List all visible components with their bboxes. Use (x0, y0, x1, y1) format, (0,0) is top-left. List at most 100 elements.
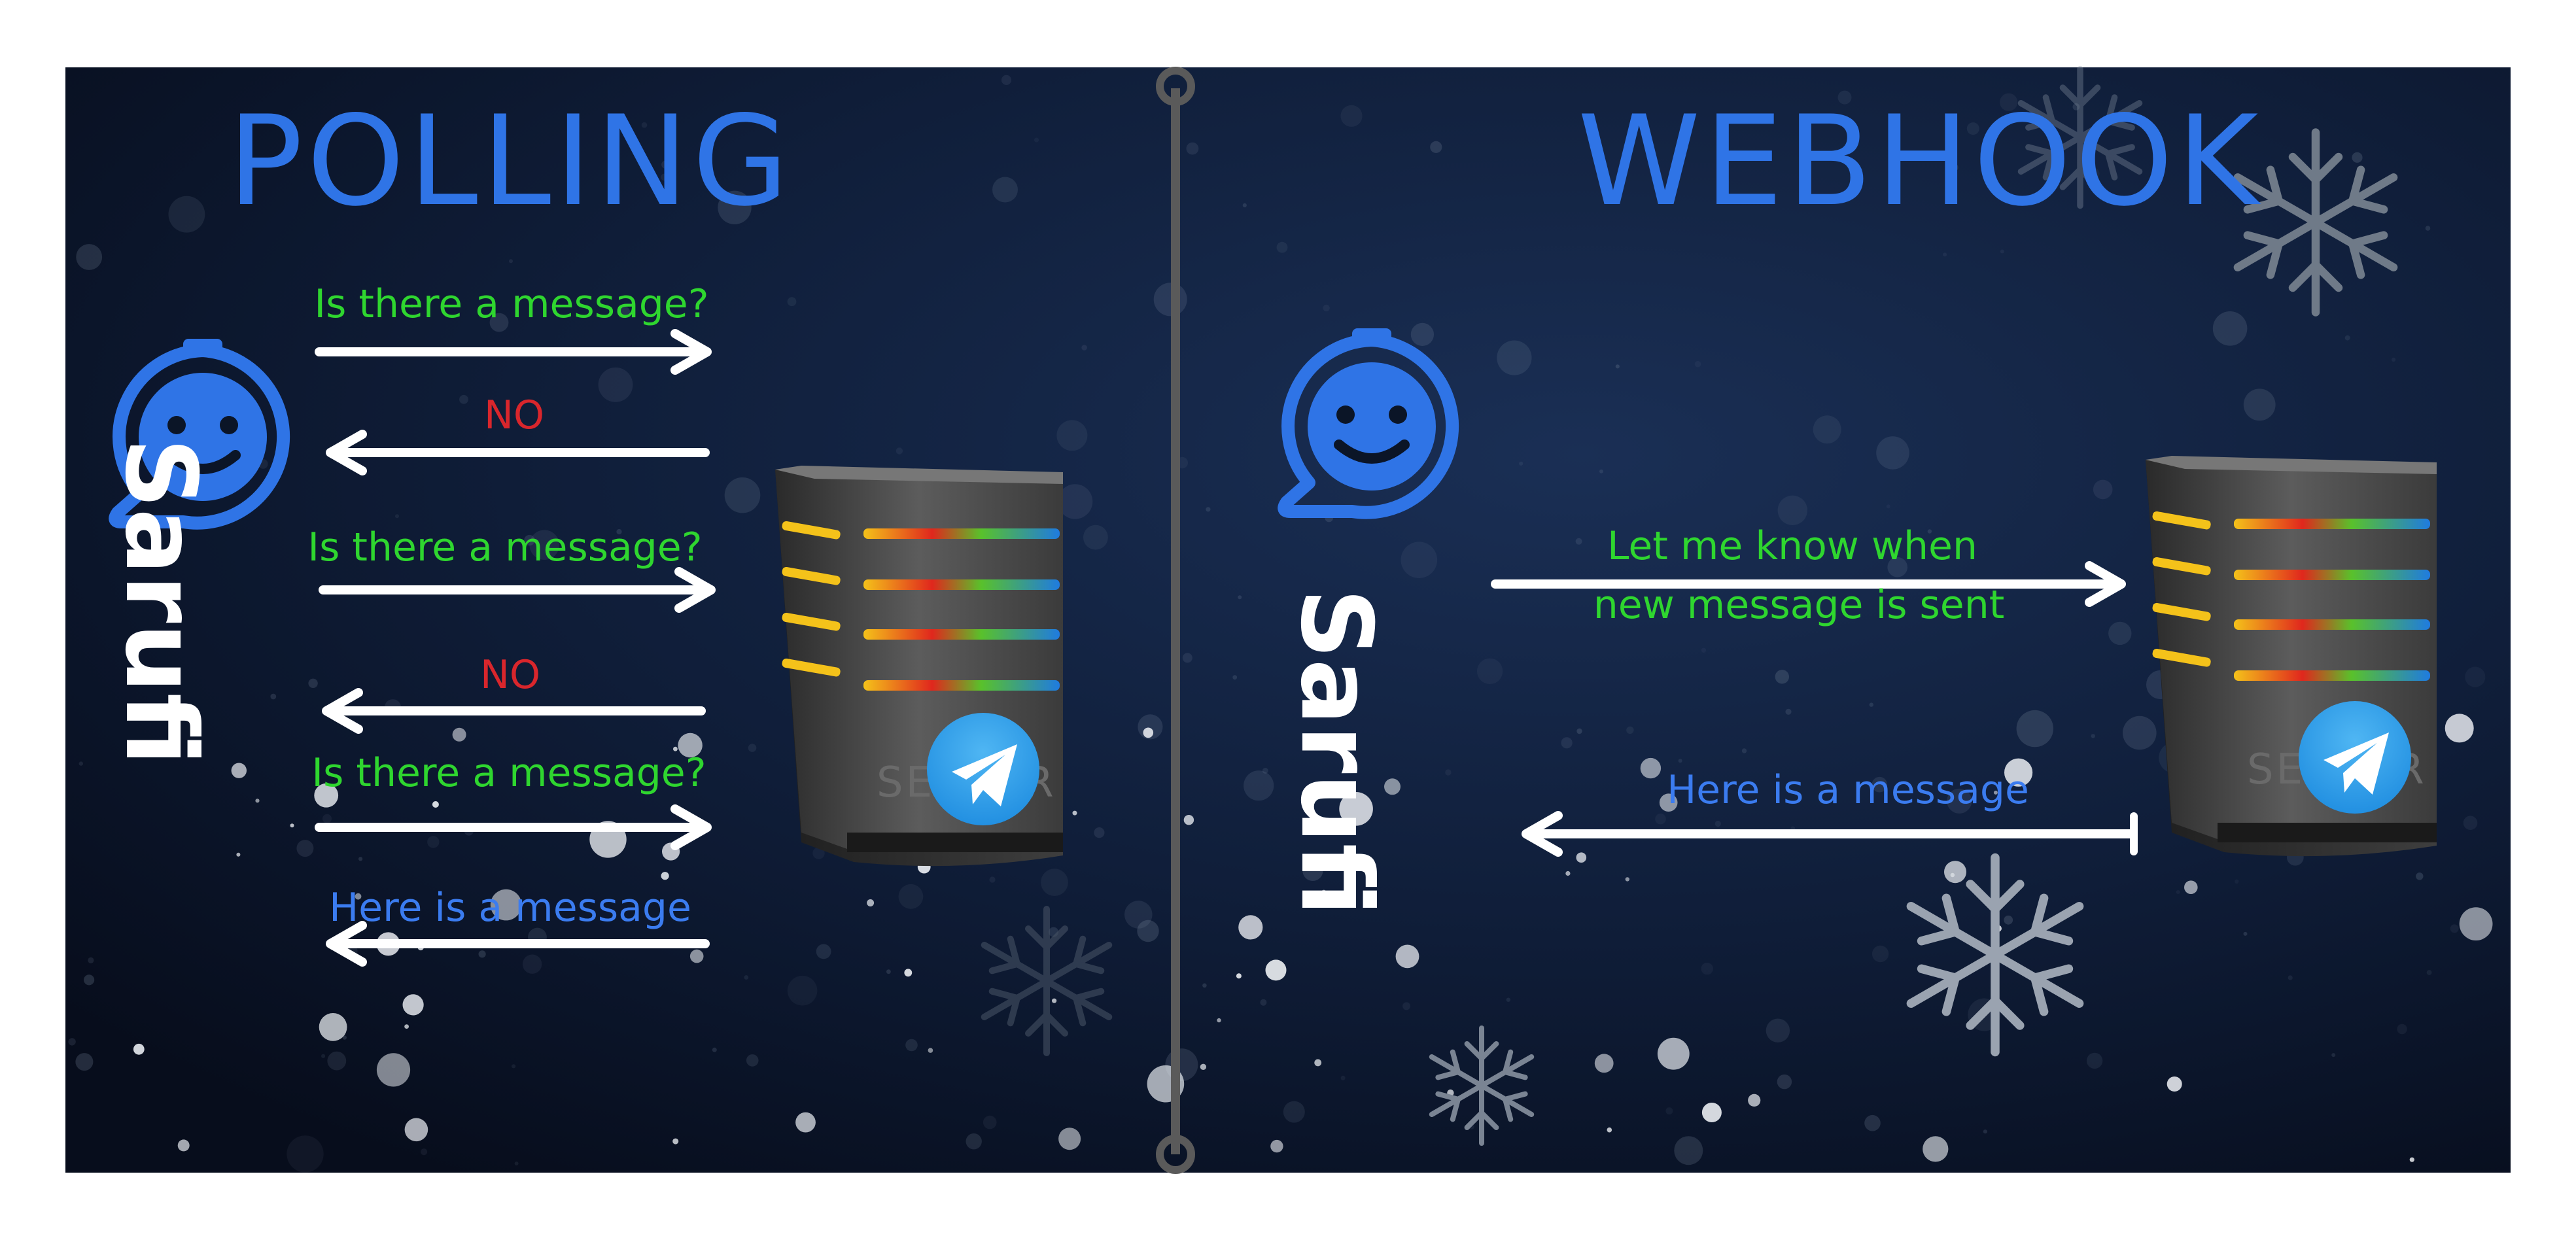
bokeh-dot (905, 1039, 918, 1052)
bokeh-dot (2000, 93, 2018, 111)
smiley-chat-bubble-icon (1278, 328, 1459, 519)
bokeh-dot (641, 122, 648, 128)
bokeh-dot (2425, 226, 2431, 231)
message-label: Is there a message? (314, 281, 708, 327)
bokeh-dot (886, 969, 891, 974)
bokeh-dot (2397, 1024, 2407, 1035)
bokeh-dot (2450, 924, 2459, 933)
bokeh-dot (342, 1035, 347, 1040)
message-label: new message is sent (1593, 582, 2005, 628)
bokeh-dot (2331, 1053, 2336, 1058)
snowflake-icon (1429, 1025, 1535, 1146)
bokeh-dot (75, 1053, 94, 1071)
bokeh-dot (896, 447, 903, 455)
bokeh-dot (1741, 748, 1747, 753)
bokeh-dot (1594, 1054, 1614, 1073)
bokeh-dot (812, 847, 825, 859)
bokeh-dot (616, 528, 622, 535)
message-label: Is there a message? (307, 525, 702, 570)
bokeh-dot (1236, 973, 1242, 979)
bokeh-dot (1314, 1059, 1322, 1067)
bokeh-dot (1124, 901, 1153, 929)
bokeh-dot (1561, 737, 1573, 749)
bokeh-dot (983, 1115, 997, 1129)
bokeh-dot (1034, 137, 1039, 143)
bokeh-dot (1057, 484, 1093, 519)
server-tower-icon: SERVER (2146, 456, 2437, 857)
bokeh-dot (1384, 778, 1401, 795)
bokeh-dot (1137, 920, 1159, 942)
bokeh-dot (1340, 1075, 1346, 1080)
bokeh-dot (746, 1054, 759, 1067)
bokeh-dot (1869, 702, 1873, 707)
bokeh-dot (1206, 507, 1211, 512)
message-label: NO (484, 392, 544, 438)
bokeh-dot (1001, 75, 1012, 85)
bokeh-dot (620, 307, 630, 317)
bokeh-dot (1775, 670, 1789, 684)
bokeh-dot (1183, 815, 1194, 825)
bokeh-dot (1837, 90, 1852, 105)
bokeh-dot (395, 514, 399, 519)
bokeh-dot (1265, 959, 1287, 981)
bokeh-dot (748, 744, 757, 752)
bokeh-dot (2409, 1157, 2414, 1162)
bokeh-dot (322, 814, 332, 823)
bokeh-dot (1943, 252, 1947, 257)
bokeh-dot (1143, 727, 1154, 738)
bokeh-dot (2459, 907, 2493, 940)
message-label: Let me know when (1607, 523, 1977, 569)
bokeh-dot (76, 244, 103, 270)
bokeh-dot (255, 799, 260, 803)
polling-brand-label: Sarufi (103, 438, 217, 765)
message-label: NO (480, 652, 540, 698)
bokeh-dot (1927, 529, 1932, 534)
bokeh-dot (1701, 1103, 1722, 1122)
snowflake-icon (2233, 128, 2398, 317)
bokeh-dot (1410, 322, 1434, 346)
bokeh-dot (1395, 944, 1419, 969)
bokeh-dot (88, 957, 94, 963)
bokeh-dot (1575, 538, 1582, 545)
bokeh-dot (270, 693, 277, 700)
bokeh-dot (1202, 983, 1207, 988)
bokeh-dot (376, 1053, 411, 1087)
bokeh-dot (1401, 542, 1438, 578)
telegram-paper-plane-icon (927, 713, 1039, 825)
bokeh-dot (2416, 872, 2424, 880)
bokeh-dot (529, 530, 559, 560)
bokeh-dot (490, 889, 522, 921)
bokeh-dot (787, 297, 797, 307)
snowflake-icon (1906, 853, 2084, 1057)
bokeh-dot (1886, 504, 1890, 509)
bokeh-dot (409, 304, 414, 309)
bokeh-dot (319, 1013, 347, 1041)
bokeh-dot (2352, 152, 2363, 163)
bokeh-dot (689, 949, 704, 963)
bokeh-dot (1402, 1002, 1411, 1010)
bokeh-dot (2167, 1076, 2182, 1092)
bokeh-dot (1041, 869, 1068, 896)
bokeh-dot (1232, 675, 1238, 680)
bokeh-dot (1785, 708, 1792, 715)
bokeh-dot (402, 994, 424, 1016)
bokeh-dot (1576, 852, 1587, 863)
bokeh-dot (718, 190, 752, 224)
bokeh-dot (1276, 241, 1288, 253)
bokeh-dot (1625, 877, 1629, 882)
bokeh-dot (1748, 1094, 1761, 1107)
bokeh-dot (290, 823, 294, 828)
bokeh-dot (1674, 1136, 1703, 1165)
bokeh-dot (1626, 726, 1634, 734)
bokeh-dot (1701, 962, 1713, 975)
bokeh-dot (478, 950, 486, 958)
bokeh-dot (78, 761, 84, 766)
bokeh-dot (1993, 790, 1998, 795)
bokeh-dot (1476, 658, 1503, 684)
bokeh-dot (1615, 364, 1620, 369)
bokeh-dot (168, 196, 205, 233)
bokeh-dot (327, 1051, 347, 1071)
bokeh-dot (867, 899, 875, 906)
bokeh-dot (1777, 495, 1807, 525)
